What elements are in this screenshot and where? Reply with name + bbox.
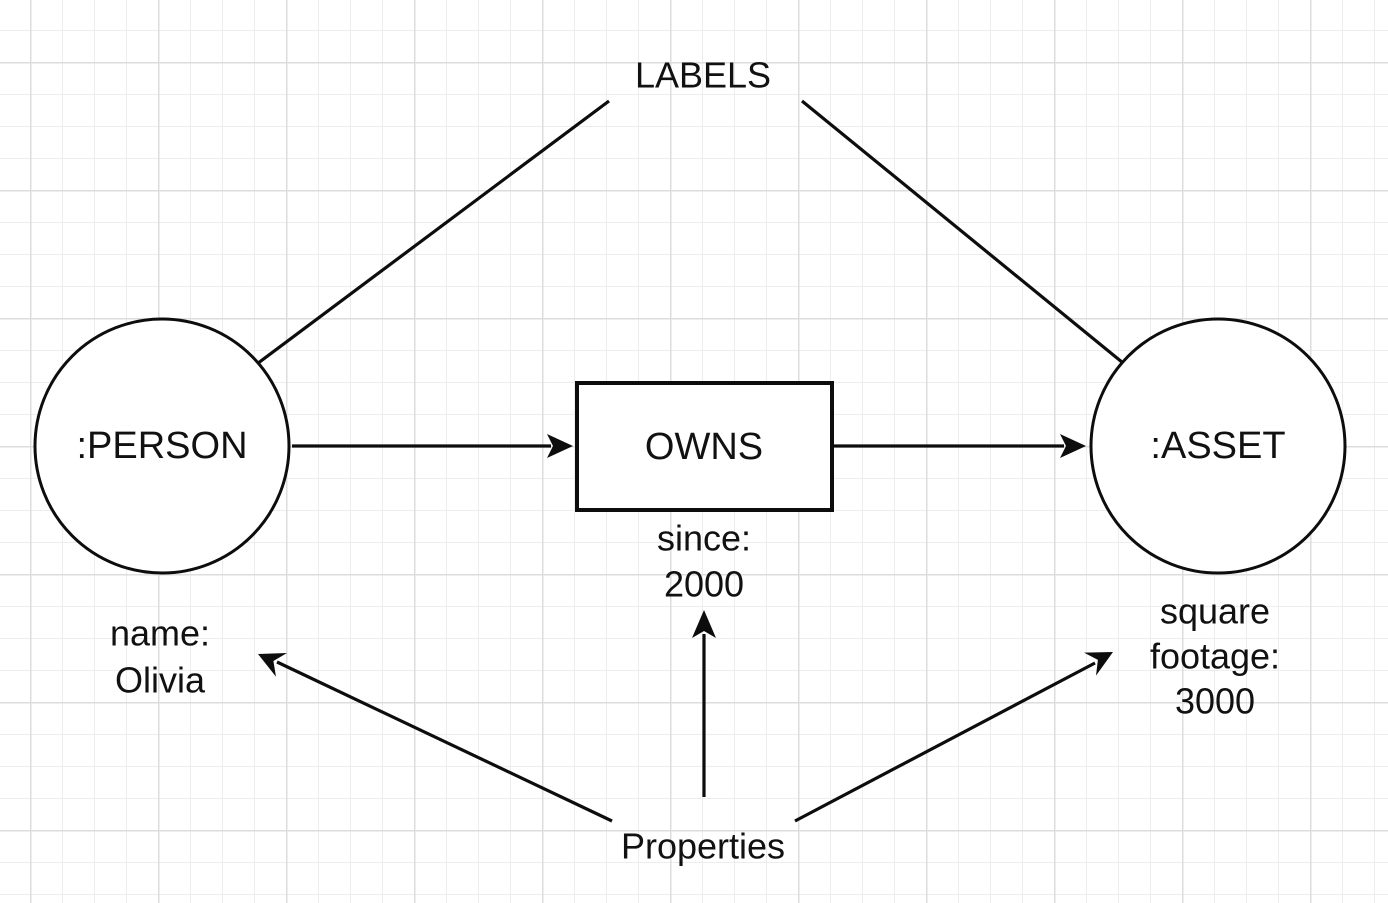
asset-property-line1: square	[1160, 591, 1270, 632]
owns-to-asset-arrow	[834, 434, 1086, 458]
person-property-line2: Olivia	[115, 660, 206, 701]
relationship-property-text: since: 2000	[657, 518, 751, 605]
asset-property-text: square footage: 3000	[1150, 591, 1280, 722]
person-node-circle	[33, 317, 291, 575]
labels-annotation: LABELS	[635, 55, 771, 96]
asset-property-line2: footage:	[1150, 636, 1280, 677]
asset-node-circle	[1089, 317, 1347, 575]
owns-relationship-box	[575, 381, 834, 512]
properties-to-since-arrow	[692, 610, 716, 797]
asset-node-label: :ASSET	[1150, 425, 1285, 467]
person-node-label: :PERSON	[76, 425, 247, 467]
person-property-line1: name:	[110, 613, 210, 654]
arrowhead-properties-since	[692, 610, 716, 638]
asset-property-line3: 3000	[1175, 681, 1255, 722]
owns-relationship-label: OWNS	[645, 426, 763, 468]
arrowhead-person-owns	[547, 434, 573, 458]
relationship-property-line2: 2000	[664, 564, 744, 605]
person-property-text: name: Olivia	[110, 613, 210, 701]
arrowhead-properties-name	[258, 653, 287, 677]
properties-annotation: Properties	[621, 826, 785, 867]
relationship-property-line1: since:	[657, 518, 751, 559]
arrowhead-properties-footage	[1084, 652, 1113, 676]
properties-to-name-arrow	[258, 653, 613, 823]
person-to-owns-arrow	[292, 434, 573, 458]
arrowhead-owns-asset	[1060, 434, 1086, 458]
properties-to-footage-arrow	[794, 652, 1113, 823]
